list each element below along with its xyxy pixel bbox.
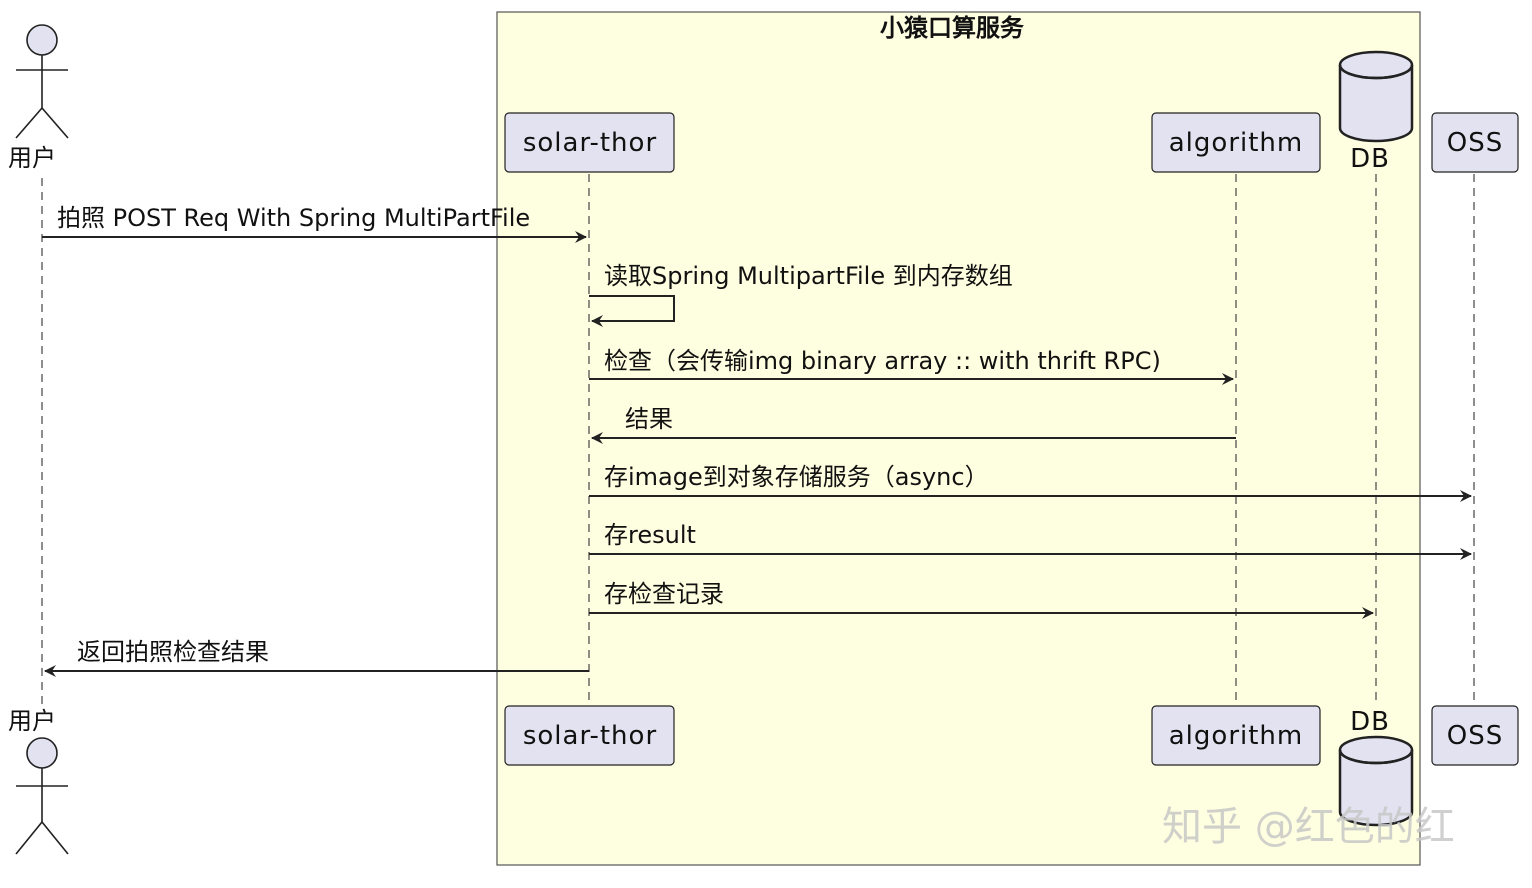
actor-user-label-top: 用户	[8, 144, 56, 172]
participant-oss-label-bottom: OSS	[1447, 721, 1503, 751]
participant-algorithm-bottom: algorithm	[1151, 705, 1321, 766]
participant-algorithm-top: algorithm	[1151, 112, 1321, 173]
message-6: 存result	[589, 521, 1472, 560]
actor-head-icon	[26, 24, 58, 56]
participant-solar-thor-label-bottom: solar-thor	[523, 721, 657, 751]
participant-algorithm-label-top: algorithm	[1169, 128, 1303, 158]
message-7-label: 存检查记录	[604, 580, 724, 608]
message-4-label: 结果	[625, 405, 673, 433]
actor-head-icon	[26, 737, 58, 769]
message-8: 返回拍照检查结果	[44, 638, 589, 677]
message-8-label: 返回拍照检查结果	[77, 638, 269, 666]
service-group-title: 小猿口算服务	[880, 14, 1025, 42]
message-2-label: 读取Spring MultipartFile 到内存数组	[604, 262, 1013, 290]
message-3-label: 检查（会传输img binary array :: with thrift RP…	[604, 347, 1161, 375]
message-6-label: 存result	[604, 521, 696, 549]
participant-oss-label-top: OSS	[1447, 128, 1503, 158]
participant-solar-thor-bottom: solar-thor	[504, 705, 675, 766]
message-5-label: 存image到对象存储服务（async）	[604, 463, 989, 491]
message-2-self: 读取Spring MultipartFile 到内存数组	[589, 262, 1013, 327]
participant-oss-top: OSS	[1431, 112, 1519, 173]
message-7: 存检查记录	[589, 580, 1374, 619]
participant-db-label-top: DB	[1350, 144, 1390, 174]
participant-db-bottom: DB	[1338, 707, 1414, 827]
participant-db-label-bottom: DB	[1350, 707, 1390, 737]
participant-algorithm-label-bottom: algorithm	[1169, 721, 1303, 751]
watermark: 知乎 @红色的红	[1162, 804, 1455, 850]
message-5: 存image到对象存储服务（async）	[589, 463, 1472, 502]
participant-solar-thor-top: solar-thor	[504, 112, 675, 173]
message-1-label: 拍照 POST Req With Spring MultiPartFile	[57, 204, 530, 232]
actor-user-bottom: 用户	[8, 707, 69, 855]
participant-solar-thor-label-top: solar-thor	[523, 128, 657, 158]
message-4: 结果	[591, 405, 1236, 444]
database-icon	[1338, 50, 1414, 143]
actor-user-label-bottom: 用户	[8, 707, 56, 735]
message-3: 检查（会传输img binary array :: with thrift RP…	[589, 347, 1234, 385]
message-1: 拍照 POST Req With Spring MultiPartFile	[42, 204, 587, 243]
participant-db-top: DB	[1338, 50, 1414, 174]
actor-user-top: 用户	[8, 24, 69, 172]
participant-oss-bottom: OSS	[1431, 705, 1519, 766]
